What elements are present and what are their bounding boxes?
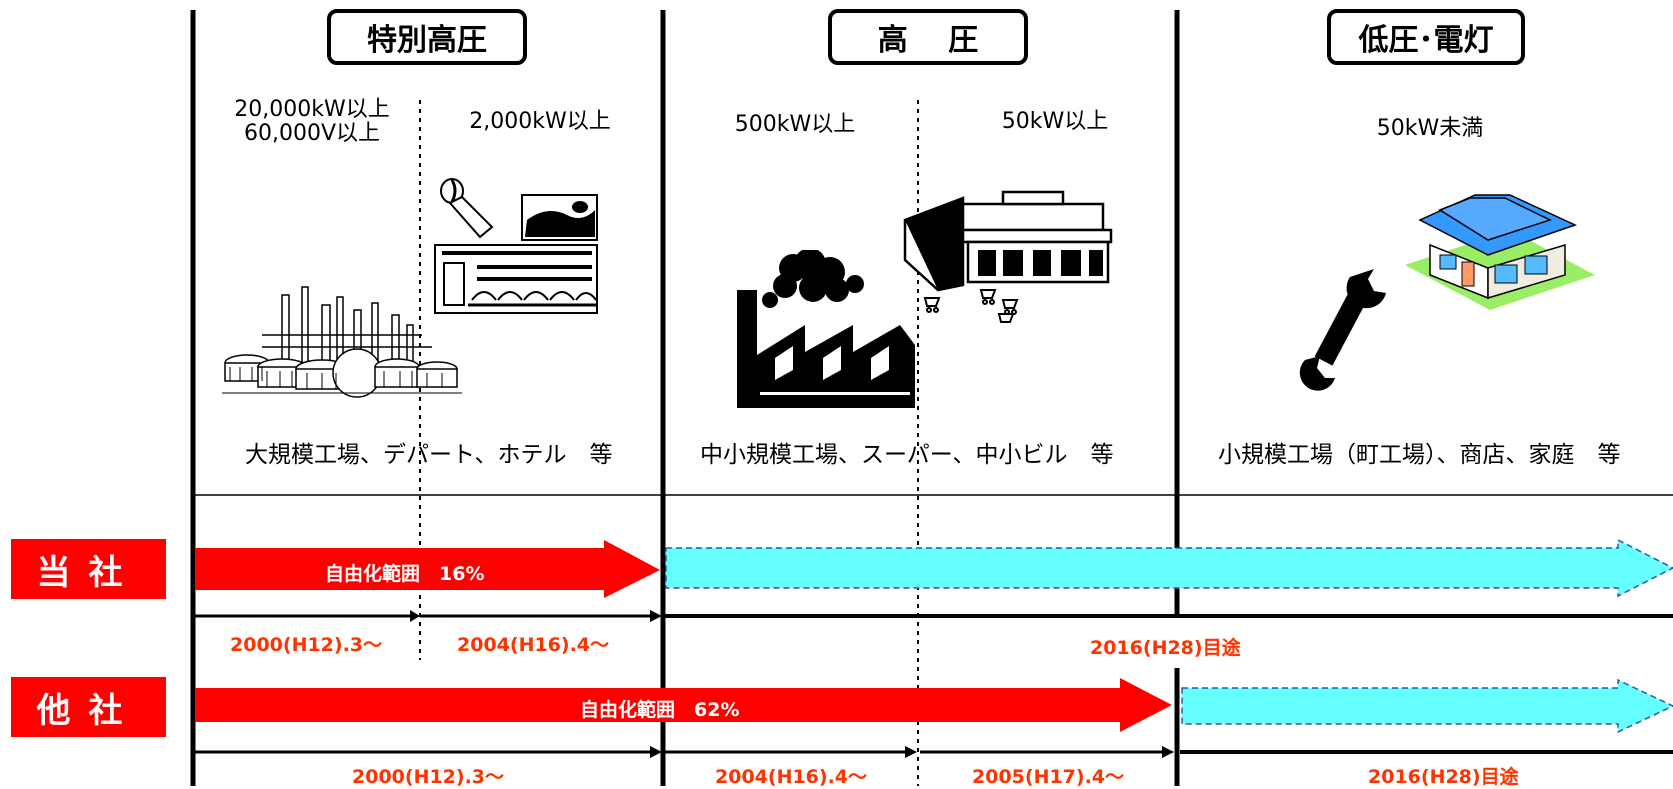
customers-high: 中小規模工場、スーパー、中小ビル 等	[700, 442, 1114, 468]
ours-liberalized-label: 自由化範囲 16%	[325, 563, 485, 585]
ours-planned-arrow	[665, 538, 1673, 598]
others-date-3: 2005(H17).4～	[972, 766, 1125, 788]
factory-icon	[737, 250, 915, 408]
ours-date-2: 2004(H16).4～	[457, 634, 610, 656]
others-date-4: 2016(H28)目途	[1368, 766, 1519, 788]
category-high: 高 圧	[828, 9, 1028, 65]
others-liberalized-label: 自由化範囲 62%	[580, 699, 740, 721]
category-extra-high: 特別高圧	[327, 9, 527, 65]
ours-date-3: 2016(H28)目途	[1090, 637, 1241, 659]
threshold-high-b: 50kW以上	[1001, 109, 1109, 134]
industrial-complex-icon	[222, 286, 462, 398]
wrench-icon	[1299, 269, 1386, 391]
others-date-2: 2004(H16).4～	[715, 766, 868, 788]
customers-low: 小規模工場（町工場）、商店、家庭 等	[1218, 442, 1621, 468]
supermarket-icon	[903, 190, 1113, 323]
threshold-extra-high-b: 2,000kW以上	[469, 109, 611, 134]
others-liberalized-arrow	[195, 678, 1172, 732]
others-planned-arrow	[1181, 678, 1673, 734]
ours-liberalized-arrow	[195, 540, 660, 598]
threshold-extra-high-a: 20,000kW以上 60,000V以上	[234, 97, 390, 146]
row-label-others: 他社	[11, 677, 166, 737]
department-store-hotel-icon	[434, 178, 598, 314]
others-date-1: 2000(H12).3～	[352, 766, 505, 788]
ours-date-1: 2000(H12).3～	[230, 634, 383, 656]
threshold-high-a: 500kW以上	[734, 112, 856, 137]
house-icon	[1405, 194, 1595, 310]
threshold-low: 50kW未満	[1376, 116, 1484, 141]
category-low: 低圧･電灯	[1327, 9, 1525, 65]
row-label-ours: 当社	[11, 539, 166, 599]
customers-extra-high: 大規模工場、デパート、ホテル 等	[245, 442, 613, 468]
